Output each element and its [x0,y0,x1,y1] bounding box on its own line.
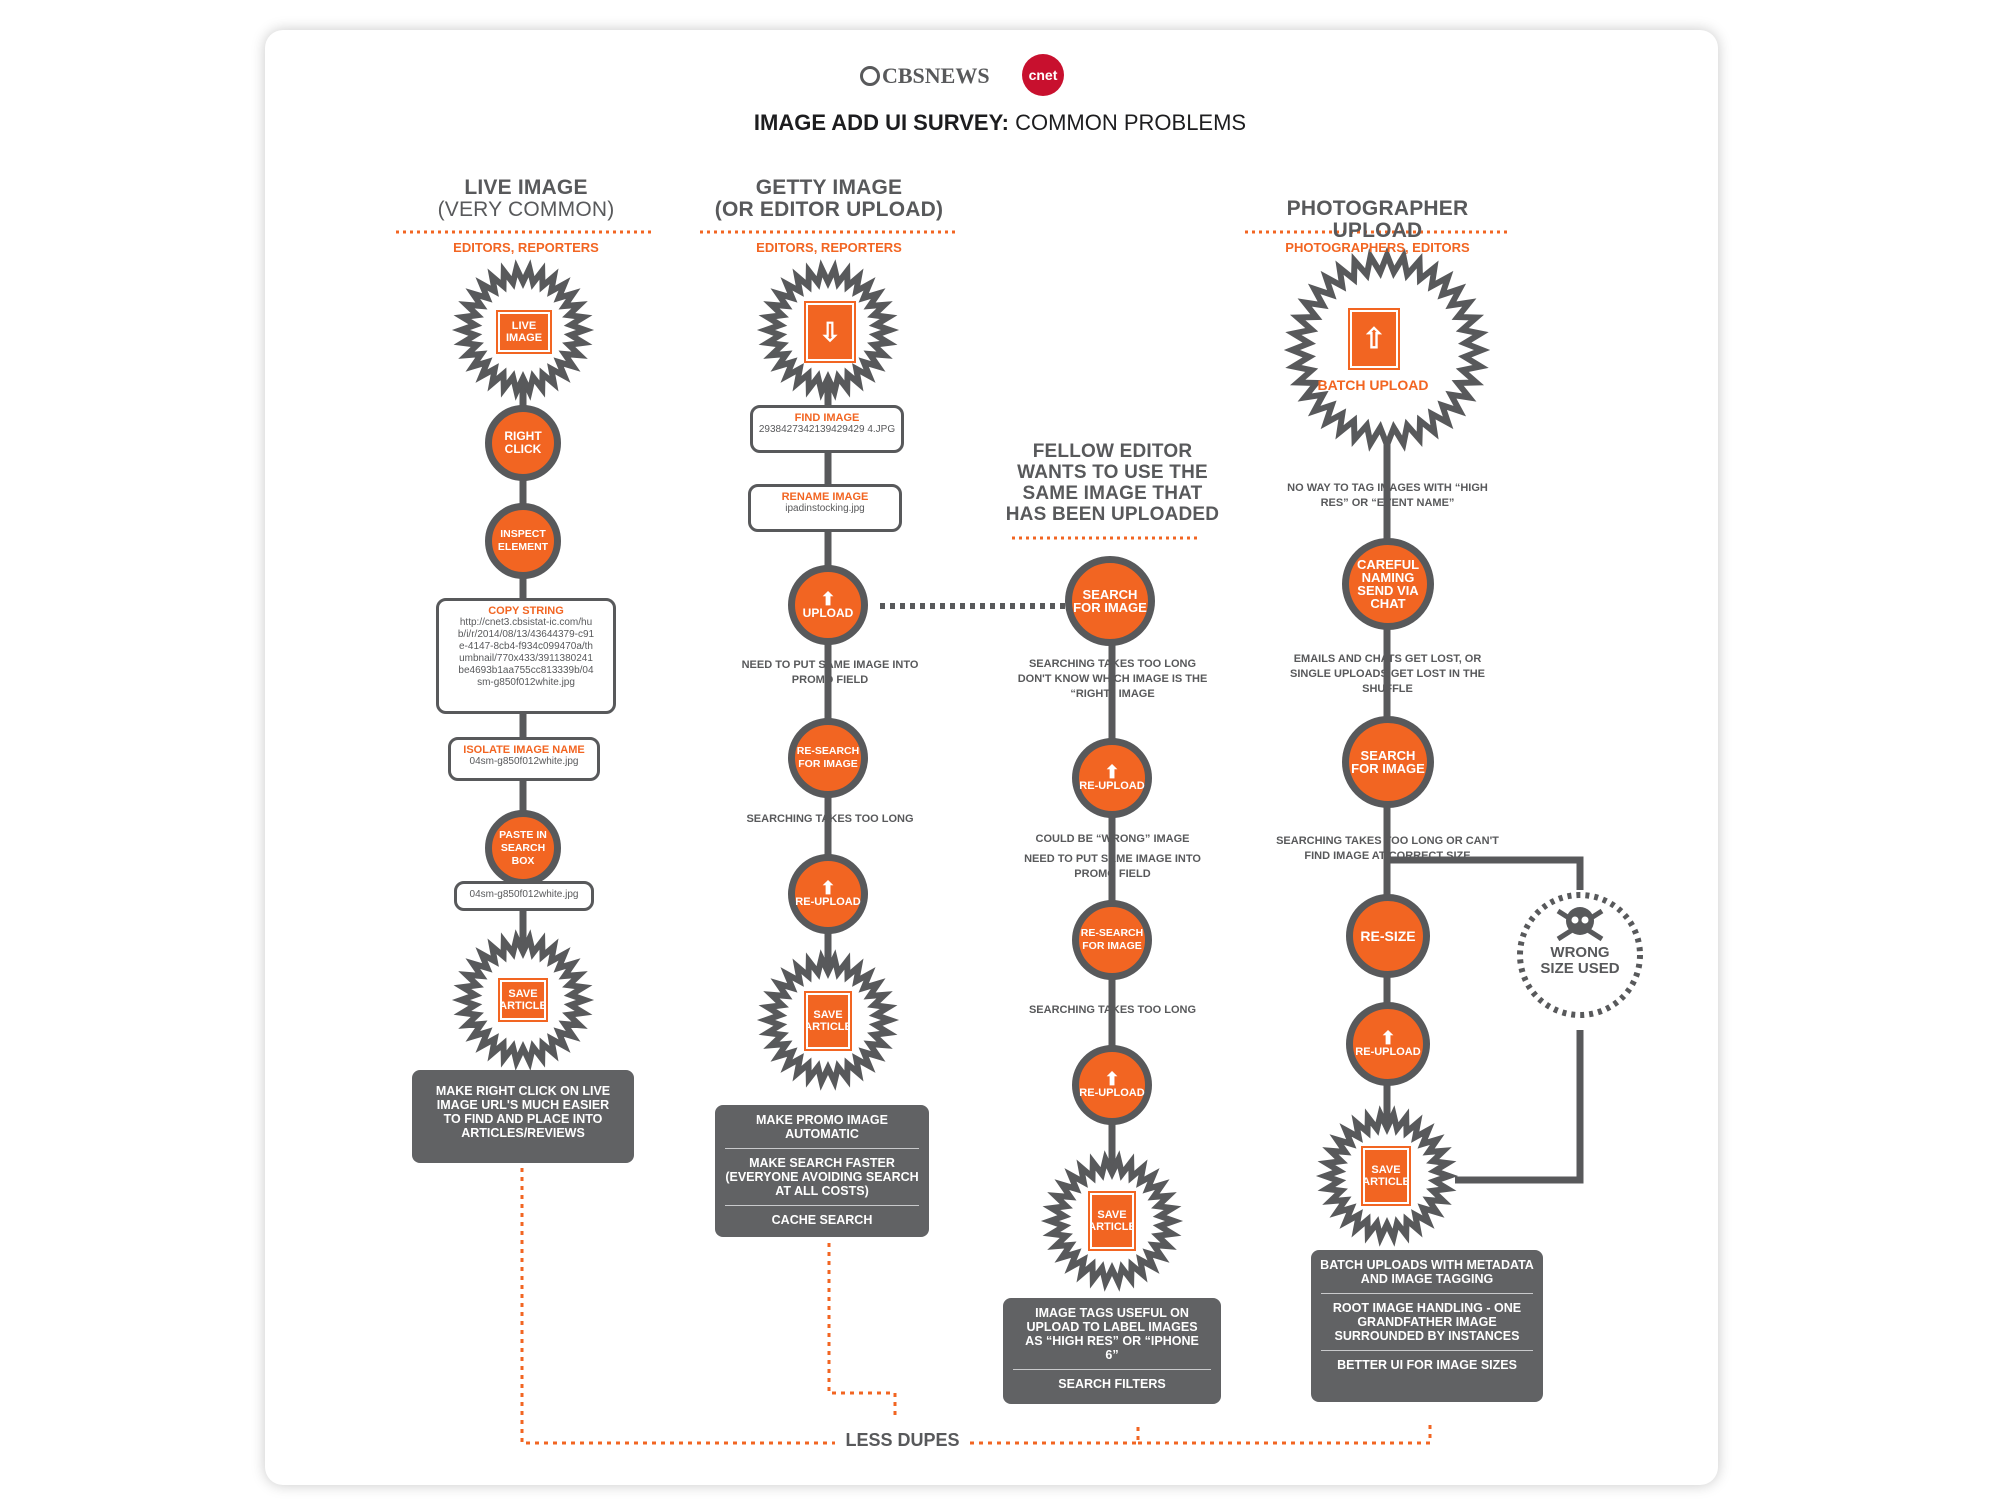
getty-download-icon: ⇩ [804,301,856,363]
fellow-recommendation: IMAGE TAGS USEFUL ON UPLOAD TO LABEL IMA… [1003,1298,1221,1404]
fellow-note-which: DON'T KNOW WHICH IMAGE IS THE “RIGHT” IM… [1017,673,1208,700]
isolate-image-title: ISOLATE IMAGE NAME [463,744,585,756]
getty-rec-divider-1 [725,1148,919,1149]
cbs-eye-icon [860,66,880,86]
fellow-reupload-label-2: RE-UPLOAD [1079,1086,1145,1099]
wrong-size-label: WRONG SIZE USED [1540,944,1620,977]
fellow-note-wrong: COULD BE “WRONG” IMAGE [1035,833,1190,845]
page-title: IMAGE ADD UI SURVEY: COMMON PROBLEMS [753,110,1247,135]
getty-roles: EDITORS, REPORTERS [756,240,902,255]
wrong-size-circle [1517,892,1643,1018]
live-roles: EDITORS, REPORTERS [453,240,599,255]
copy-string-title: COPY STRING [488,605,564,617]
fellow-rec-tags: IMAGE TAGS USEFUL ON UPLOAD TO LABEL IMA… [1025,1306,1199,1362]
isolate-image-box: ISOLATE IMAGE NAME 04sm-g850f012white.jp… [448,737,600,781]
fellow-reupload-label-1: RE-UPLOAD [1079,779,1145,792]
skull-icon [1556,907,1604,942]
fellow-reupload-arrow-icon-1: ⬆ [1104,761,1120,782]
batch-upload-icon: ⇧ [1348,308,1400,370]
copy-string-value: http://cnet3.cbsistat-ic.com/hub/i/r/201… [457,617,595,688]
right-click-step: RIGHT CLICK [485,405,561,481]
resize-step: RE-SIZE [1346,894,1430,978]
getty-rec-cache: CACHE SEARCH [771,1213,873,1227]
fellow-note-promo: NEED TO PUT SAME IMAGE INTO PROMO FIELD [1024,853,1201,880]
fellow-note-slow-2: SEARCHING TAKES TOO LONG [1028,1004,1197,1016]
upload-label: UPLOAD [802,605,854,620]
fellow-reupload-step-2: ⬆ RE-UPLOAD [1072,1045,1152,1125]
find-image-value: 2938427342139429429 4.JPG [758,424,896,435]
fellow-search-step: SEARCH FOR IMAGE [1065,556,1155,646]
copy-string-box: COPY STRING http://cnet3.cbsistat-ic.com… [436,598,616,714]
careful-naming-step: CAREFUL NAMING SEND VIA CHAT [1342,538,1434,630]
photo-recommendation: BATCH UPLOADS WITH METADATA AND IMAGE TA… [1311,1250,1543,1402]
find-image-box: FIND IMAGE 2938427342139429429 4.JPG [750,405,904,453]
getty-reupload-step: ⬆ RE-UPLOAD [788,854,868,934]
photo-rec-divider-2 [1321,1350,1533,1351]
less-dupes-label: LESS DUPES [845,1430,960,1450]
photo-save-icon: SAVE ARTICLE [1361,1146,1411,1206]
live-header-sub: (VERY COMMON) [437,198,615,221]
fellow-note-slow: SEARCHING TAKES TOO LONG [1028,658,1197,670]
paste-value: 04sm-g850f012white.jpg [469,889,579,900]
live-save-icon: SAVE ARTICLE [498,978,548,1022]
getty-reupload-label: RE-UPLOAD [795,895,861,908]
fellow-rec-filters: SEARCH FILTERS [1058,1377,1166,1391]
getty-recommendation: MAKE PROMO IMAGE AUTOMATIC MAKE SEARCH F… [715,1105,929,1237]
fellow-save-icon: SAVE ARTICLE [1088,1191,1136,1251]
photo-rec-batch: BATCH UPLOADS WITH METADATA AND IMAGE TA… [1320,1258,1534,1286]
getty-note-promo: NEED TO PUT SAME IMAGE INTO PROMO FIELD [741,659,919,686]
header-rules [396,230,1510,540]
wrong-size-branch [1387,856,1584,890]
getty-rec-divider-2 [725,1205,919,1206]
photo-note-tag: NO WAY TO TAG IMAGES WITH “HIGH RES” OR … [1287,482,1488,509]
photo-note-size: SEARCHING TAKES TOO LONG OR CAN'T FIND I… [1276,835,1499,862]
fellow-reupload-step-1: ⬆ RE-UPLOAD [1072,738,1152,818]
fellow-rec-divider [1013,1369,1211,1370]
photo-reupload-label: RE-UPLOAD [1355,1045,1421,1058]
cbs-logo: CBSNEWS [860,63,990,89]
getty-reupload-arrow-icon: ⬆ [820,877,836,898]
photo-reupload-step: ⬆ RE-UPLOAD [1346,1002,1430,1086]
photo-header: PHOTOGRAPHER UPLOAD [1286,197,1469,242]
fellow-header: FELLOW EDITOR WANTS TO USE THE SAME IMAG… [1005,441,1220,525]
getty-header: GETTY IMAGE (OR EDITOR UPLOAD) [700,177,958,221]
photo-rec-root: ROOT IMAGE HANDLING - ONE GRANDFATHER IM… [1332,1301,1522,1343]
getty-research-step: RE-SEARCH FOR IMAGE [788,718,868,798]
live-image-icon: LIVE IMAGE [496,310,552,354]
live-header: LIVE IMAGE (VERY COMMON) [396,177,656,221]
live-header-title: LIVE IMAGE [464,176,588,199]
photo-rec-divider-1 [1321,1293,1533,1294]
paste-search-step: PASTE IN SEARCH BOX [485,810,561,886]
fellow-research-step: RE-SEARCH FOR IMAGE [1072,900,1152,980]
getty-save-icon: SAVE ARTICLE [804,991,852,1051]
photo-rec-sizes: BETTER UI FOR IMAGE SIZES [1337,1358,1517,1372]
paste-value-box: 04sm-g850f012white.jpg [454,881,594,911]
getty-rec-promo: MAKE PROMO IMAGE AUTOMATIC [756,1113,888,1141]
batch-upload-label: BATCH UPLOAD [1317,377,1429,393]
getty-header-title: GETTY IMAGE [755,176,903,199]
wrong-size-return [1455,1030,1584,1184]
isolate-image-value: 04sm-g850f012white.jpg [469,756,579,767]
cnet-logo: cnet [1022,54,1064,96]
live-recommendation: MAKE RIGHT CLICK ON LIVE IMAGE URL'S MUC… [412,1070,634,1163]
rename-image-value: ipadinstocking.jpg [785,503,865,514]
fellow-reupload-arrow-icon-2: ⬆ [1104,1068,1120,1089]
getty-note-slow: SEARCHING TAKES TOO LONG [746,813,914,825]
rename-image-title: RENAME IMAGE [781,491,869,503]
rename-image-box: RENAME IMAGE ipadinstocking.jpg [748,484,902,532]
photo-reupload-arrow-icon: ⬆ [1380,1027,1396,1048]
less-dupes-paths [520,1168,1432,1445]
upload-step: ⬆ UPLOAD [788,565,868,645]
getty-rec-search: MAKE SEARCH FASTER (EVERYONE AVOIDING SE… [725,1156,919,1198]
getty-header-sub: (OR EDITOR UPLOAD) [714,198,944,221]
photo-search-step: SEARCH FOR IMAGE [1342,716,1434,808]
photo-roles: PHOTOGRAPHERS, EDITORS [1285,240,1470,255]
inspect-element-step: INSPECT ELEMENT [485,503,561,579]
find-image-title: FIND IMAGE [794,412,860,424]
upload-arrow-icon: ⬆ [820,588,836,609]
photo-note-lost: EMAILS AND CHATS GET LOST, OR SINGLE UPL… [1290,653,1485,695]
